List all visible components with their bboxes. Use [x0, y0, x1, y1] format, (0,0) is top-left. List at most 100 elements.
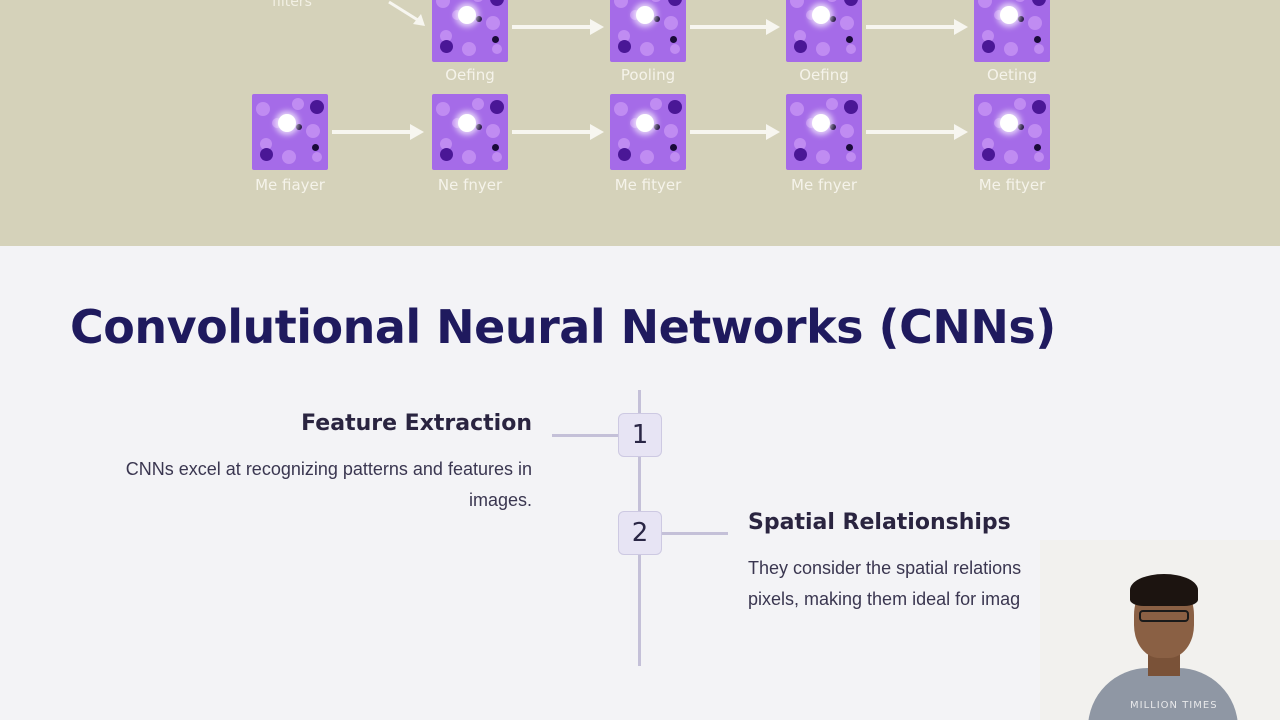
slide-title: Convolutional Neural Networks (CNNs) — [70, 300, 1056, 354]
tile-spot — [486, 124, 500, 138]
tile-spot — [1000, 6, 1018, 24]
feature-map-tile — [432, 0, 508, 62]
step-heading: Feature Extraction — [301, 411, 532, 436]
tile-spot — [654, 16, 660, 22]
filters-label: filters — [272, 0, 312, 10]
tile-spot — [982, 138, 994, 150]
tile-spot — [440, 30, 452, 42]
tile-spot — [462, 150, 476, 164]
tile-spot — [794, 30, 806, 42]
tile-spot — [492, 36, 499, 43]
feature-map-tile — [974, 94, 1050, 170]
tile-spot — [982, 148, 995, 161]
tile-spot — [1018, 16, 1024, 22]
tile-spot — [614, 102, 628, 116]
step-number-badge: 2 — [618, 511, 662, 555]
tile-spot — [278, 114, 296, 132]
tile-spot — [670, 144, 677, 151]
tile-spot — [794, 40, 807, 53]
arrow-icon — [512, 123, 604, 141]
tile-spot — [260, 138, 272, 150]
tile-spot — [1014, 98, 1026, 110]
tile-spot — [830, 16, 836, 22]
tile-spot — [668, 0, 682, 6]
glasses-icon — [1139, 610, 1189, 622]
tile-spot — [1028, 16, 1042, 30]
tile-spot — [440, 148, 453, 161]
tile-spot — [664, 124, 678, 138]
feature-map-tile — [786, 94, 862, 170]
tile-spot — [292, 98, 304, 110]
tile-spot — [640, 150, 654, 164]
tile-spot — [1028, 124, 1042, 138]
tile-spot — [844, 100, 858, 114]
tile-spot — [618, 30, 630, 42]
tile-spot — [982, 30, 994, 42]
tile-spot — [994, 10, 1004, 20]
top-row-label: Pooling — [620, 66, 676, 84]
tile-spot — [650, 0, 662, 2]
tile-spot — [1034, 152, 1044, 162]
tile-spot — [790, 102, 804, 116]
tile-spot — [1034, 44, 1044, 54]
tile-spot — [476, 16, 482, 22]
tile-spot — [1014, 0, 1026, 2]
arrow-icon — [866, 18, 968, 36]
tile-spot — [816, 150, 830, 164]
tile-spot — [440, 138, 452, 150]
tile-spot — [618, 138, 630, 150]
tile-spot — [812, 6, 830, 24]
tile-spot — [614, 0, 628, 8]
tile-spot — [994, 118, 1004, 128]
tile-spot — [978, 0, 992, 8]
shirt-text: MILLION TIMES — [1130, 700, 1218, 711]
tile-spot — [462, 42, 476, 56]
tile-spot — [650, 98, 662, 110]
tile-spot — [978, 102, 992, 116]
tile-spot — [670, 44, 680, 54]
tile-spot — [492, 144, 499, 151]
tile-spot — [1032, 100, 1046, 114]
feature-map-tile — [610, 0, 686, 62]
tile-spot — [812, 114, 830, 132]
tile-spot — [794, 138, 806, 150]
tile-spot — [472, 0, 484, 2]
tile-spot — [310, 100, 324, 114]
tile-spot — [670, 152, 680, 162]
tile-spot — [490, 100, 504, 114]
tile-spot — [452, 118, 462, 128]
arrow-icon — [690, 18, 780, 36]
tile-spot — [630, 10, 640, 20]
bottom-row-label: Me fityer — [978, 176, 1046, 194]
bottom-row-label: Ne fnyer — [437, 176, 503, 194]
tile-spot — [844, 0, 858, 6]
tile-spot — [436, 102, 450, 116]
tile-spot — [1004, 150, 1018, 164]
tile-spot — [636, 6, 654, 24]
feature-map-tile — [252, 94, 328, 170]
tile-spot — [618, 148, 631, 161]
tile-spot — [794, 148, 807, 161]
tile-spot — [452, 10, 462, 20]
tile-spot — [440, 40, 453, 53]
tile-spot — [790, 0, 804, 8]
step-description: They consider the spatial relations pixe… — [748, 558, 1022, 609]
top-row-label: Oeting — [986, 66, 1038, 84]
step-description: CNNs excel at recognizing patterns and f… — [125, 459, 532, 510]
tile-spot — [282, 150, 296, 164]
tile-spot — [256, 102, 270, 116]
feature-map-tile — [610, 94, 686, 170]
tile-spot — [296, 124, 302, 130]
tile-spot — [840, 16, 854, 30]
tile-spot — [630, 118, 640, 128]
step-connector — [552, 434, 620, 437]
tile-spot — [486, 16, 500, 30]
tile-spot — [312, 152, 322, 162]
arrow-icon — [512, 18, 604, 36]
tile-spot — [670, 36, 677, 43]
tile-spot — [826, 0, 838, 2]
tile-spot — [458, 114, 476, 132]
tile-spot — [492, 152, 502, 162]
tile-spot — [260, 148, 273, 161]
tile-spot — [1004, 42, 1018, 56]
